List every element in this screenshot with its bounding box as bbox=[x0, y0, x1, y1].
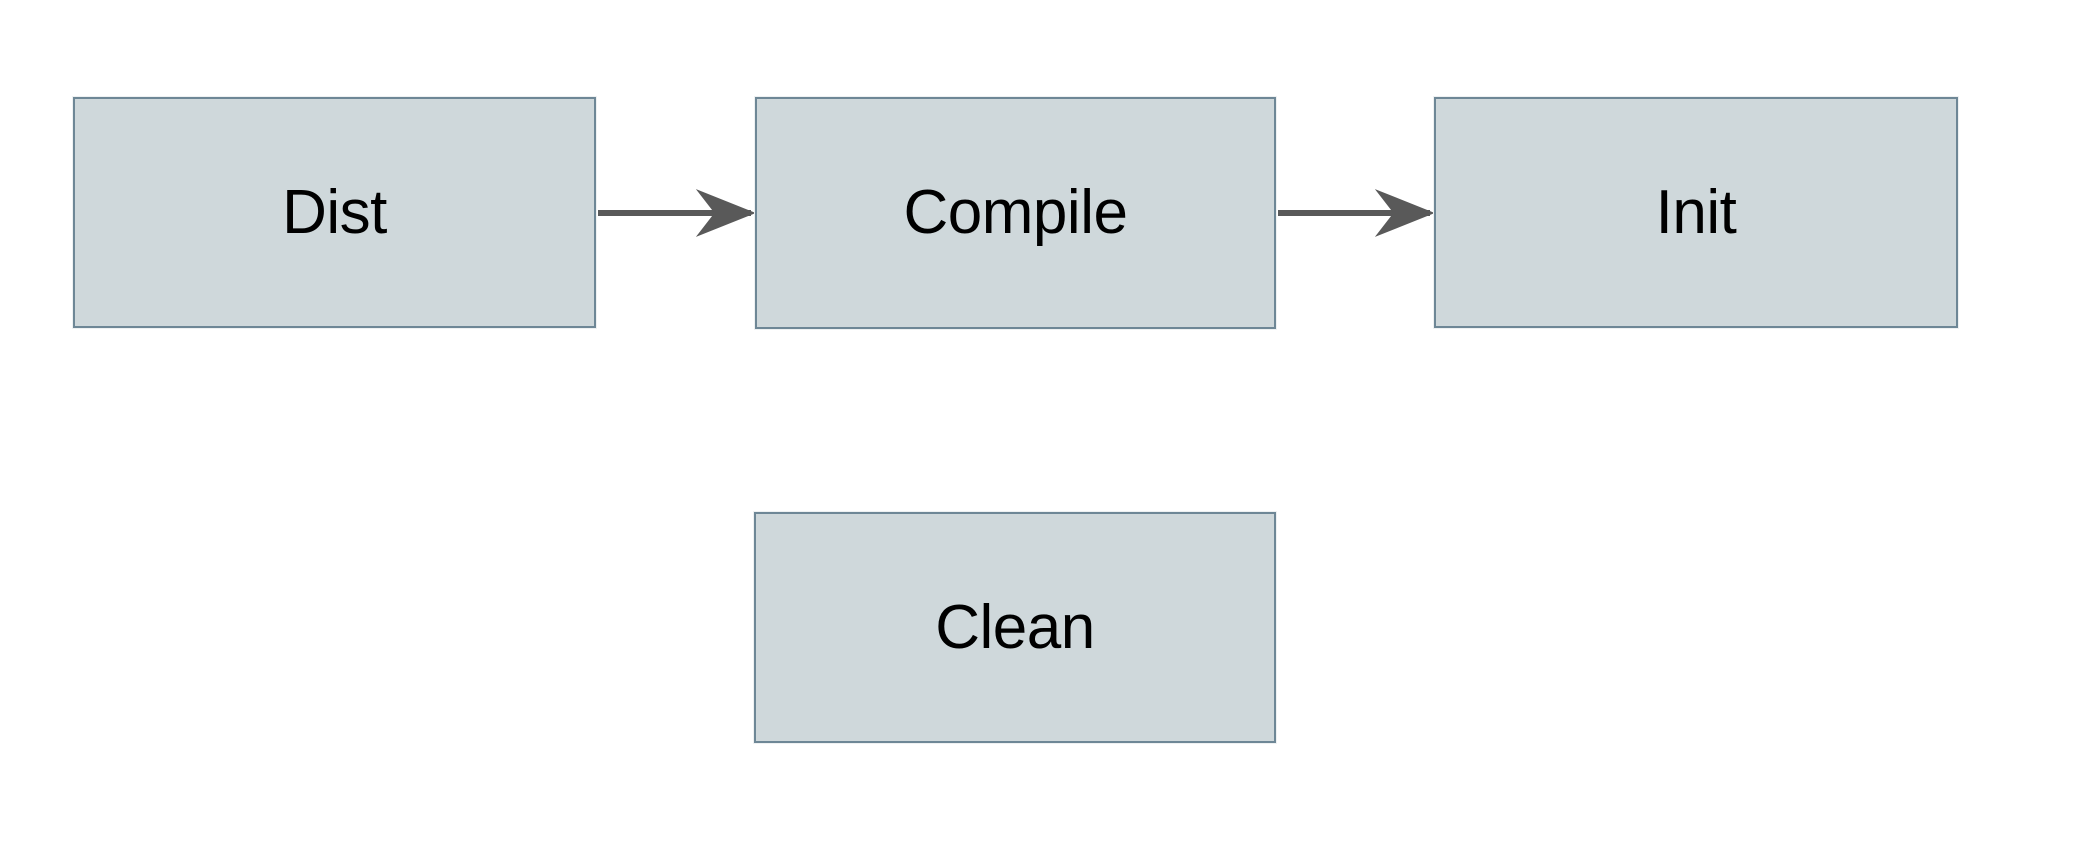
node-init[interactable]: Init bbox=[1433, 96, 1959, 329]
node-compile-label: Compile bbox=[903, 178, 1128, 247]
node-dist-label: Dist bbox=[282, 177, 387, 247]
node-clean[interactable]: Clean bbox=[753, 511, 1277, 744]
node-dist[interactable]: Dist bbox=[72, 96, 597, 329]
node-init-label: Init bbox=[1655, 177, 1737, 247]
node-clean-label: Clean bbox=[935, 592, 1095, 662]
node-compile[interactable]: Compile bbox=[754, 96, 1277, 330]
